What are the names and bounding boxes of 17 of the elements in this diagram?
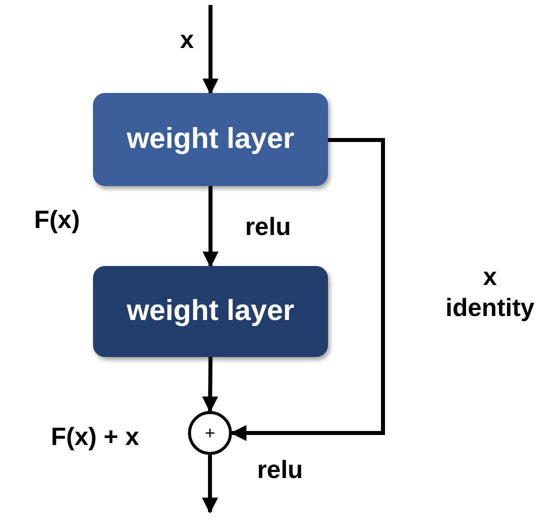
edge-label: relu <box>244 212 292 243</box>
arrow <box>202 5 218 95</box>
formula-label: F(x) <box>33 205 81 236</box>
arrow <box>202 186 218 268</box>
edge-label: relu <box>256 455 304 486</box>
process-box <box>93 93 328 186</box>
edge-label: x identity <box>444 262 536 324</box>
process-box <box>93 266 328 357</box>
node-label: weight layer <box>126 123 294 156</box>
edge-label: x <box>179 25 195 56</box>
arrow <box>202 356 218 413</box>
node-label: + <box>204 422 216 444</box>
arrow <box>230 138 385 441</box>
sum-circle <box>188 411 232 455</box>
arrow <box>202 455 218 514</box>
formula-label: F(x) + x <box>50 422 140 453</box>
node-label: weight layer <box>126 295 294 328</box>
